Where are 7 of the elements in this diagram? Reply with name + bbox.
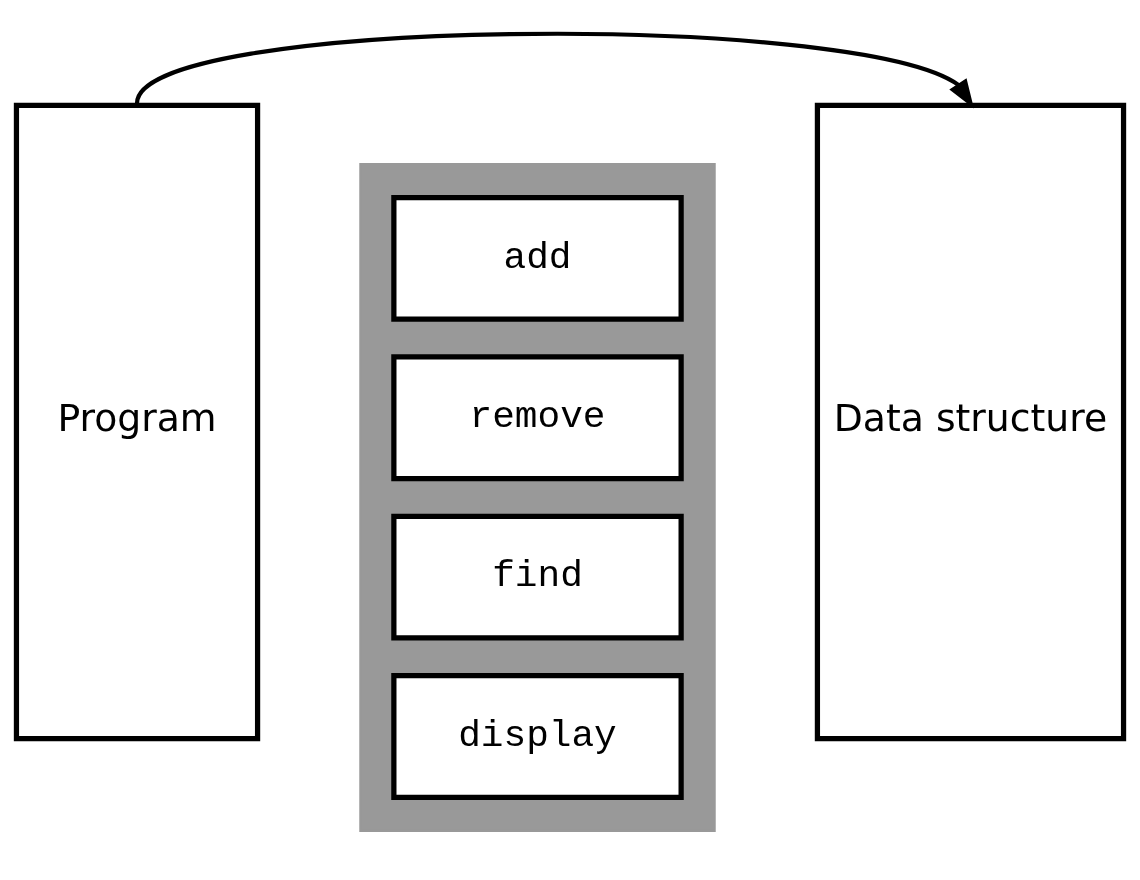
node-box: display bbox=[391, 672, 684, 800]
node-box: Data structure bbox=[814, 102, 1127, 741]
node-box: remove bbox=[391, 353, 684, 481]
node-box: add bbox=[391, 194, 684, 322]
node-box: Program bbox=[13, 102, 261, 741]
node-box: find bbox=[391, 513, 684, 641]
cluster bbox=[359, 162, 716, 832]
